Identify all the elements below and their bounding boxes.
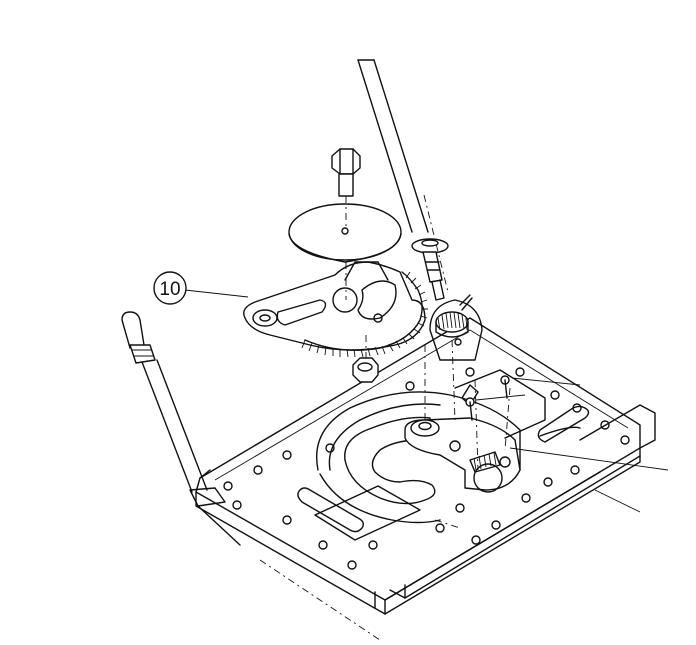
left-rod	[121, 311, 241, 546]
callout-label: 10	[159, 279, 180, 300]
hex-nut	[352, 357, 379, 383]
leader-lines	[184, 289, 669, 641]
centerline-gear	[345, 262, 367, 358]
plate-recess	[316, 391, 521, 524]
upper-brackets	[454, 369, 546, 439]
steering-shaft	[357, 59, 449, 301]
washer-disc	[288, 203, 402, 263]
callout-circle	[153, 271, 187, 305]
pinion-gear	[429, 294, 483, 361]
control-bracket	[404, 417, 521, 493]
hex-bolt	[331, 148, 361, 197]
base-plate	[195, 317, 656, 615]
sector-gear	[243, 261, 428, 358]
plate-holes	[223, 367, 630, 570]
plate-slots	[297, 405, 590, 541]
callout-10: 10	[153, 271, 187, 305]
centerline-pinion	[451, 339, 456, 421]
